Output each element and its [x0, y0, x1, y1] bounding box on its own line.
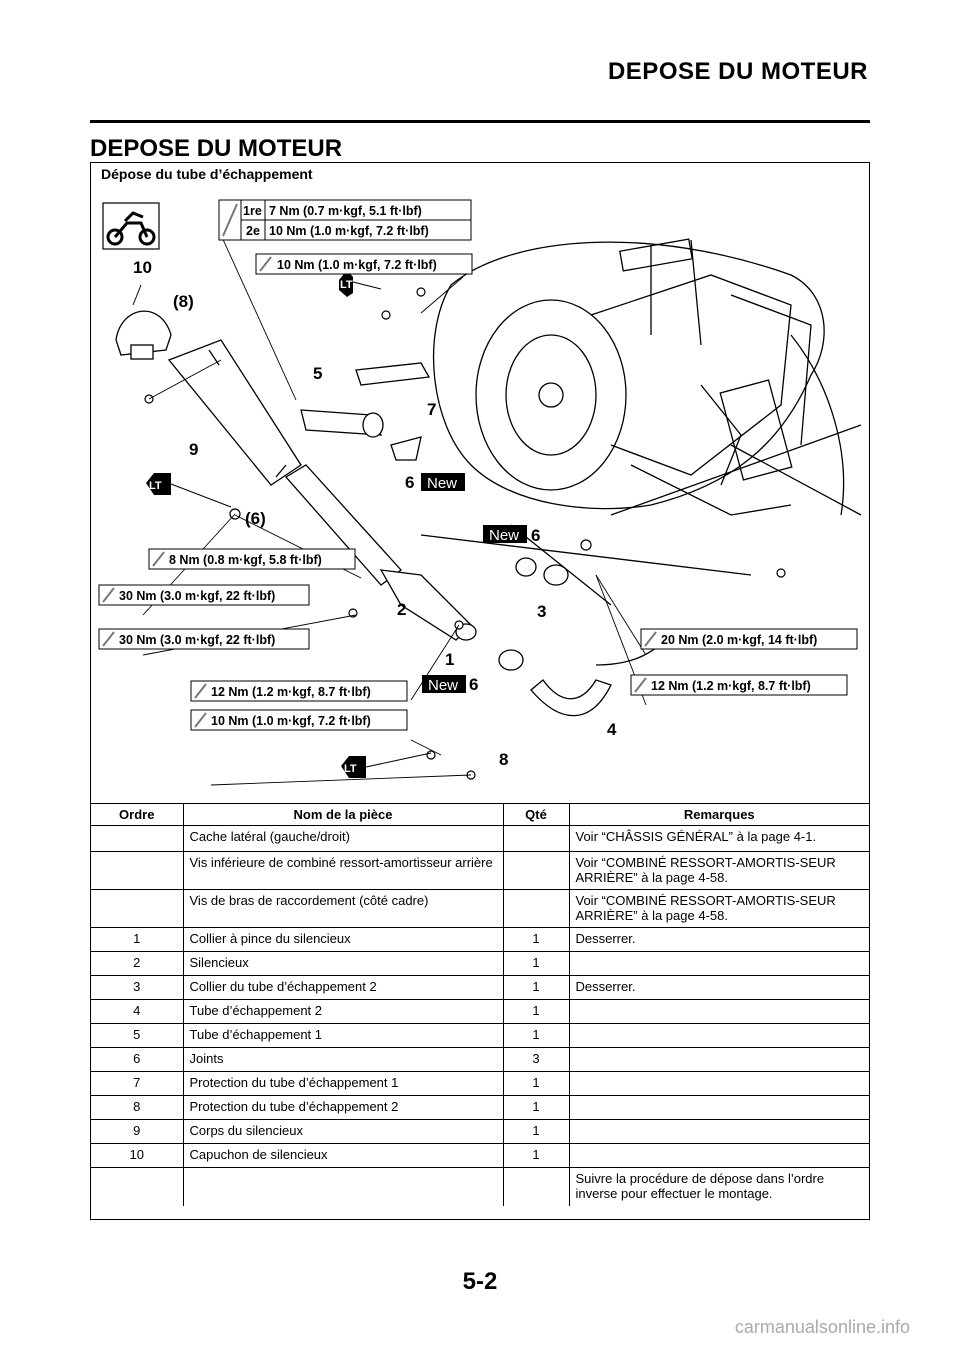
svg-text:30 Nm (3.0 m·kgf, 22 ft·lbf): 30 Nm (3.0 m·kgf, 22 ft·lbf): [119, 589, 275, 603]
svg-text:LT: LT: [344, 763, 357, 775]
svg-text:New: New: [427, 475, 457, 492]
page-number: 5-2: [462, 1268, 498, 1295]
lt-marker-3: LT: [341, 752, 432, 778]
torque-box-4: 30 Nm (3.0 m·kgf, 22 ft·lbf): [98, 584, 310, 606]
svg-text:7 Nm (0.7 m·kgf, 5.1 ft·lbf): 7 Nm (0.7 m·kgf, 5.1 ft·lbf): [269, 204, 422, 218]
callout-8: 8: [499, 750, 508, 769]
callout-8-paren: (8): [173, 292, 194, 311]
header-rule: [90, 120, 870, 123]
col-header-order: Ordre: [91, 803, 183, 826]
torque-box-1: 1re 7 Nm (0.7 m·kgf, 5.1 ft·lbf) 2e 10 N…: [218, 199, 472, 241]
callout-6-c: 6: [469, 675, 478, 694]
callout-2: 2: [397, 600, 406, 619]
silencer-cap-part: [115, 284, 172, 360]
torque-box-9: 10 Nm (1.0 m·kgf, 7.2 ft·lbf): [190, 709, 408, 731]
torque-box-5: 30 Nm (3.0 m·kgf, 22 ft·lbf): [98, 628, 310, 650]
svg-text:30 Nm (3.0 m·kgf, 22 ft·lbf): 30 Nm (3.0 m·kgf, 22 ft·lbf): [119, 633, 275, 647]
svg-text:12 Nm (1.2 m·kgf, 8.7 ft·lbf): 12 Nm (1.2 m·kgf, 8.7 ft·lbf): [211, 685, 371, 699]
torque-box-6: 20 Nm (2.0 m·kgf, 14 ft·lbf): [640, 628, 858, 650]
col-header-part-name: Nom de la pièce: [182, 803, 503, 826]
table-row: Cache latéral (gauche/droit)Voir “CHÂSSI…: [91, 825, 869, 852]
svg-text:8 Nm (0.8 m·kgf, 5.8 ft·lbf): 8 Nm (0.8 m·kgf, 5.8 ft·lbf): [169, 553, 322, 567]
svg-text:10 Nm (1.0 m·kgf, 7.2 ft·lbf): 10 Nm (1.0 m·kgf, 7.2 ft·lbf): [211, 714, 371, 728]
table-row: Vis de bras de raccordement (côté cadre)…: [91, 889, 869, 928]
table-row: Vis inférieure de combiné ressort-amorti…: [91, 851, 869, 890]
watermark: carmanualsonline.info: [734, 1317, 910, 1337]
new-badge-1: New: [421, 473, 465, 492]
svg-text:12 Nm (1.2 m·kgf, 8.7 ft·lbf): 12 Nm (1.2 m·kgf, 8.7 ft·lbf): [651, 679, 811, 693]
svg-text:LT: LT: [149, 480, 162, 492]
exhaust-pipe-2-part: [498, 557, 672, 717]
svg-text:New: New: [428, 677, 458, 694]
table-row: Suivre la procédure de dépose dans l’ord…: [91, 1167, 869, 1206]
motorcycle-icon: [102, 202, 160, 250]
torque-box-7: 12 Nm (1.2 m·kgf, 8.7 ft·lbf): [190, 680, 408, 702]
callout-6-a: 6: [405, 473, 414, 492]
lt-marker-1: LT: [339, 270, 382, 297]
callout-6-b: 6: [531, 526, 540, 545]
svg-text:LT: LT: [340, 279, 353, 291]
col-header-remarks: Remarques: [568, 803, 869, 826]
callout-1: 1: [445, 650, 454, 669]
callout-7: 7: [427, 400, 436, 419]
callout-6-paren: (6): [245, 509, 266, 528]
torque-box-3: 8 Nm (0.8 m·kgf, 5.8 ft·lbf): [148, 548, 356, 570]
procedure-frame: Dépose du tube d’échappement: [90, 162, 870, 1220]
exhaust-removal-diagram: LT LT LT New New New: [98, 199, 862, 786]
callout-5: 5: [313, 364, 322, 383]
svg-text:20 Nm (2.0 m·kgf, 14 ft·lbf): 20 Nm (2.0 m·kgf, 14 ft·lbf): [661, 633, 817, 647]
section-title: DEPOSE DU MOTEUR: [90, 135, 343, 162]
diagram-subtitle: Dépose du tube d’échappement: [101, 166, 313, 182]
page-header-title: DEPOSE DU MOTEUR: [607, 58, 868, 85]
callout-9: 9: [189, 440, 198, 459]
svg-text:2e: 2e: [246, 224, 260, 238]
torque-box-2: 10 Nm (1.0 m·kgf, 7.2 ft·lbf): [255, 253, 473, 275]
svg-text:1re: 1re: [243, 204, 262, 218]
exhaust-pipe-1-part: [300, 362, 431, 461]
svg-text:New: New: [489, 527, 519, 544]
torque-box-8: 12 Nm (1.2 m·kgf, 8.7 ft·lbf): [630, 674, 848, 696]
svg-text:10 Nm (1.0 m·kgf, 7.2 ft·lbf): 10 Nm (1.0 m·kgf, 7.2 ft·lbf): [277, 258, 437, 272]
new-badge-2: New: [483, 525, 527, 544]
svg-text:10 Nm (1.0 m·kgf, 7.2 ft·lbf): 10 Nm (1.0 m·kgf, 7.2 ft·lbf): [269, 224, 429, 238]
motorcycle-illustration: [420, 238, 862, 606]
bolts: [144, 287, 786, 780]
new-badge-3: New: [422, 675, 466, 694]
parts-table: Ordre Nom de la pièce Qté Remarques Cach…: [91, 803, 869, 1206]
callout-10: 10: [133, 258, 152, 277]
callout-3: 3: [537, 602, 546, 621]
col-header-qty: Qté: [502, 803, 569, 826]
callout-4: 4: [607, 720, 617, 739]
silencer-body-part: [167, 339, 302, 486]
lt-marker-2: LT: [146, 473, 232, 508]
